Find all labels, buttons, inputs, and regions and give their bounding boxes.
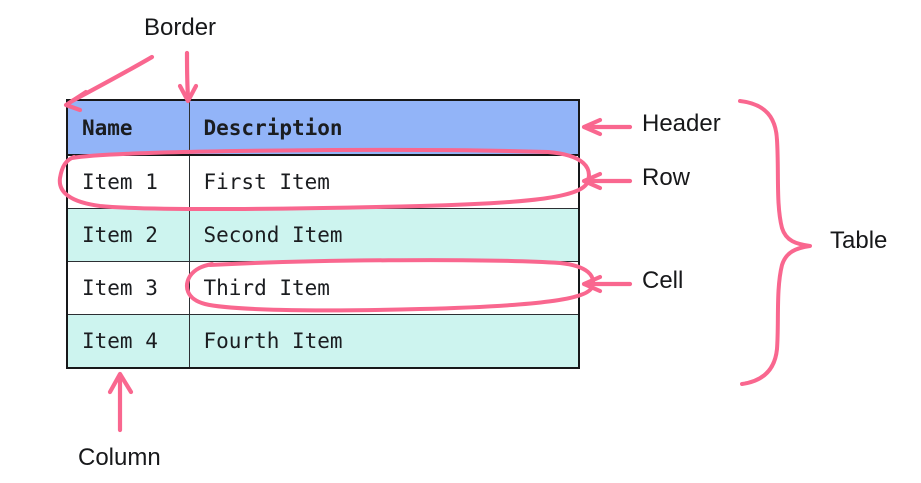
- demo-table: Name Description Item 1 First Item Item …: [66, 99, 580, 369]
- table-container: Name Description Item 1 First Item Item …: [66, 99, 580, 369]
- column-arrow-icon: [107, 371, 134, 433]
- cell-name[interactable]: Item 2: [66, 208, 190, 262]
- cell-description[interactable]: Fourth Item: [188, 314, 580, 369]
- row-arrow-icon: [581, 171, 633, 191]
- table-header-row: Name Description: [66, 99, 580, 156]
- header-arrow-icon: [581, 117, 633, 137]
- cell-description[interactable]: Third Item: [188, 261, 580, 315]
- cell-name[interactable]: Item 3: [66, 261, 190, 315]
- column-header-name[interactable]: Name: [66, 99, 190, 156]
- annotation-label-cell: Cell: [642, 267, 684, 294]
- column-header-description[interactable]: Description: [188, 99, 580, 156]
- table-row[interactable]: Item 3 Third Item: [66, 261, 580, 315]
- cell-name[interactable]: Item 1: [66, 154, 190, 209]
- annotation-label-table: Table: [830, 227, 888, 254]
- table-header: Name Description: [66, 99, 580, 156]
- table-row[interactable]: Item 1 First Item: [66, 154, 580, 209]
- cell-description[interactable]: Second Item: [188, 208, 580, 262]
- cell-arrow-icon: [581, 274, 633, 294]
- cell-name[interactable]: Item 4: [66, 314, 190, 369]
- annotation-label-column: Column: [78, 444, 161, 471]
- table-row[interactable]: Item 4 Fourth Item: [66, 314, 580, 369]
- table-body: Item 1 First Item Item 2 Second Item Ite…: [66, 154, 580, 369]
- annotation-label-border: Border: [144, 14, 217, 41]
- table-brace-icon: [738, 99, 812, 386]
- border-arrow-down-icon: [177, 50, 199, 104]
- annotation-label-row: Row: [642, 164, 691, 191]
- annotation-label-header: Header: [642, 110, 721, 137]
- table-row[interactable]: Item 2 Second Item: [66, 208, 580, 262]
- cell-description[interactable]: First Item: [188, 154, 580, 209]
